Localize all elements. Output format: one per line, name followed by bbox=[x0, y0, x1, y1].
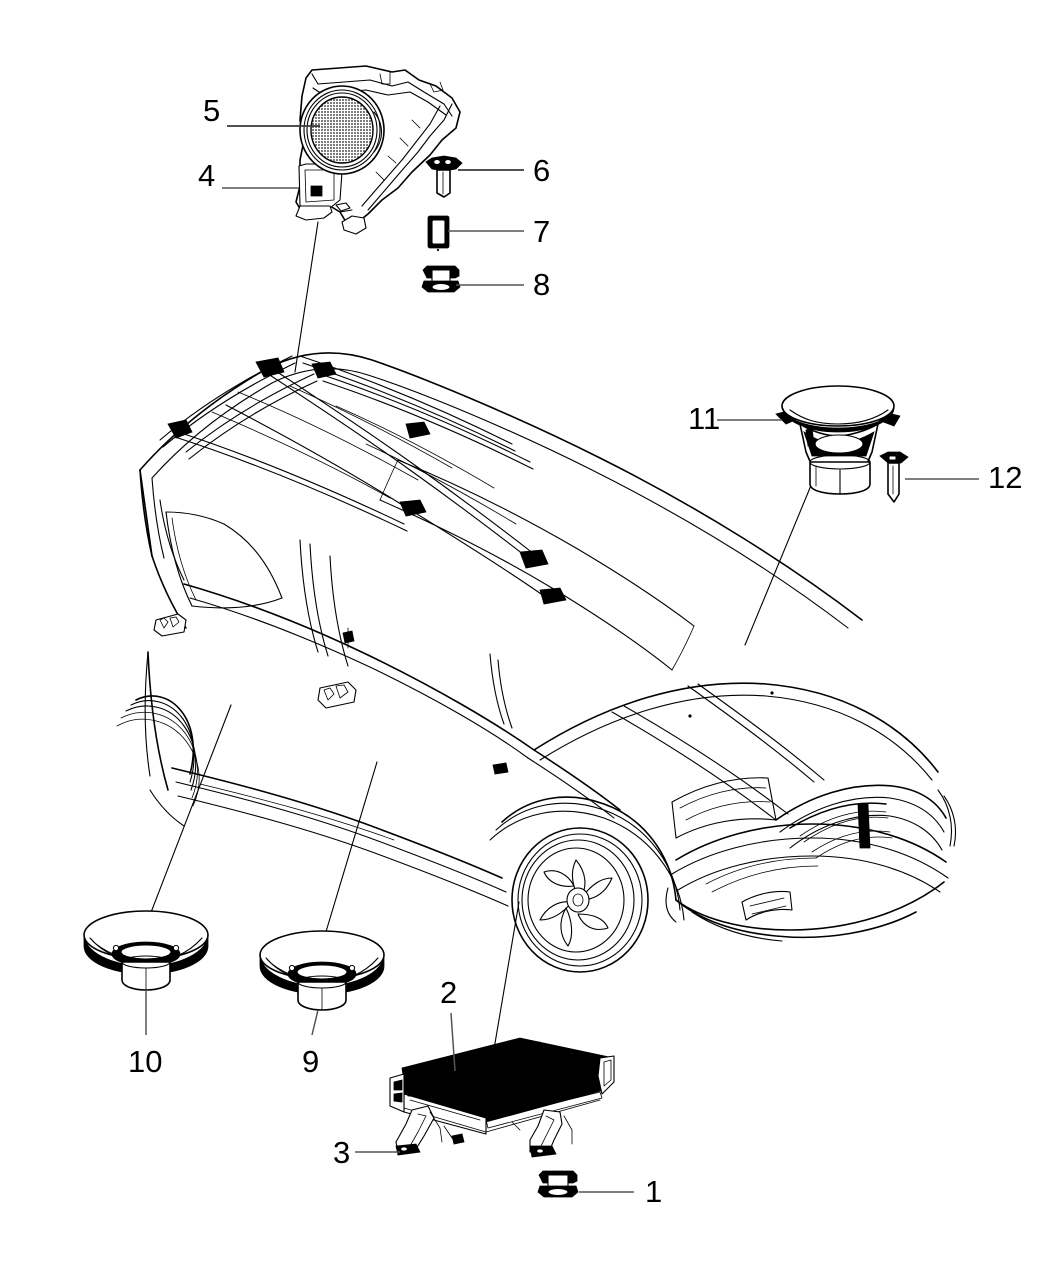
leader-9 bbox=[311, 1009, 319, 1036]
callout-label-4: 4 bbox=[198, 158, 216, 193]
callout-label-12: 12 bbox=[988, 460, 1023, 495]
callout-label-8: 8 bbox=[533, 267, 551, 302]
leader-subwoofer-to-roof bbox=[294, 221, 319, 373]
callout-label-5: 5 bbox=[203, 93, 221, 128]
part-subwoofer-assembly bbox=[295, 65, 461, 235]
leader-2 bbox=[450, 1012, 456, 1072]
part-ip-speaker-11 bbox=[775, 385, 901, 495]
callout-label-10: 10 bbox=[128, 1044, 163, 1079]
vehicle-illustration bbox=[116, 352, 957, 973]
leader-amp-to-floor bbox=[492, 901, 520, 1056]
part-rivet-12 bbox=[879, 451, 909, 503]
wheel-spokes bbox=[539, 859, 613, 947]
callout-leader-lines bbox=[145, 125, 979, 1193]
callout-label-6: 6 bbox=[533, 153, 551, 188]
callout-label-9: 9 bbox=[302, 1044, 320, 1079]
callout-label-1: 1 bbox=[645, 1174, 663, 1209]
part-screw-6 bbox=[425, 155, 463, 198]
callout-label-3: 3 bbox=[333, 1135, 351, 1170]
part-nut-1 bbox=[537, 1170, 579, 1198]
leader-rear-door-speaker bbox=[149, 704, 232, 916]
part-door-speaker-9 bbox=[259, 930, 385, 1011]
part-grommet-8 bbox=[421, 265, 461, 293]
part-clip-7 bbox=[427, 215, 450, 252]
leader-front-door-speaker bbox=[324, 761, 378, 936]
part-door-speaker-10 bbox=[83, 910, 209, 991]
callout-label-7: 7 bbox=[533, 214, 551, 249]
callout-label-2: 2 bbox=[440, 975, 458, 1010]
part-amplifier-2 bbox=[389, 1037, 615, 1158]
leader-ip-speaker-to-cowl bbox=[744, 482, 813, 646]
callout-label-11: 11 bbox=[688, 401, 721, 436]
